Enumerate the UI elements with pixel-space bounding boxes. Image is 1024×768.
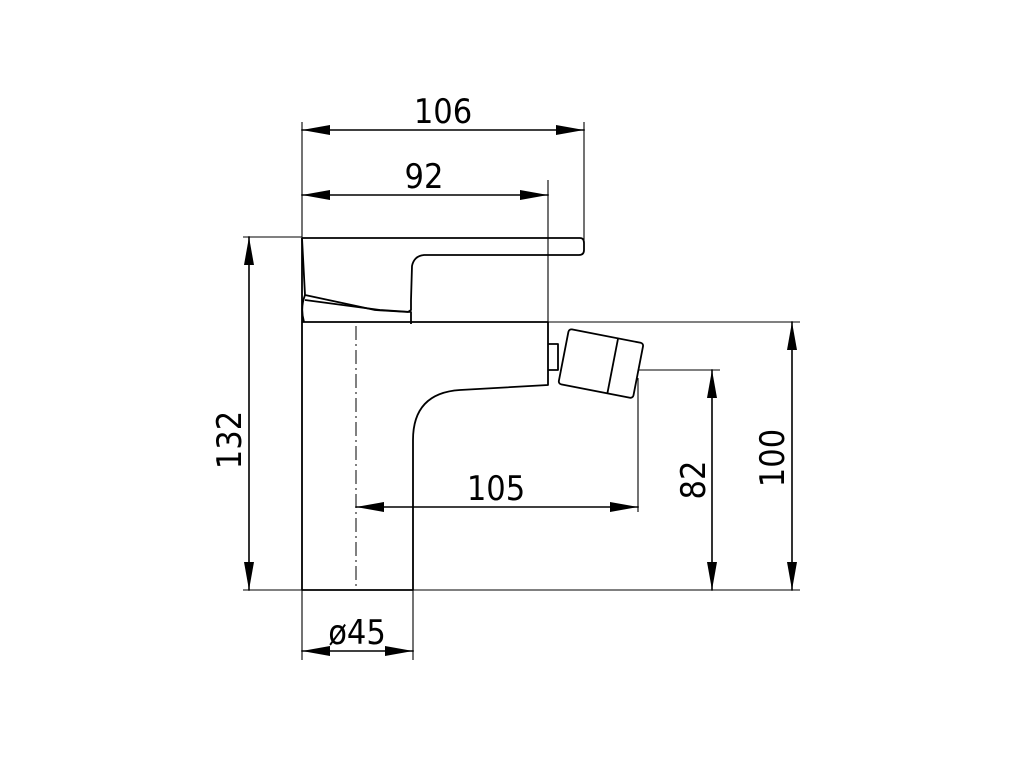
bidet-aerator [557,328,644,399]
faucet-outline [301,237,644,591]
dimension-label-106: 106 [414,92,472,132]
lever-cartridge [301,294,412,324]
dimension-diameter-45: ø45 [301,613,414,656]
dimension-132: 132 [210,236,254,591]
dimension-82: 82 [674,369,717,591]
dimension-105: 105 [355,469,639,512]
dimension-92: 92 [301,157,549,200]
lever-handle [301,237,585,313]
dimension-label-105: 105 [467,469,525,509]
dimension-label-132: 132 [210,411,250,469]
extension-lines [243,122,800,660]
aerator-connector [548,343,559,371]
dimension-100: 100 [753,321,797,591]
dimension-label-100: 100 [753,429,793,487]
dimension-106: 106 [301,92,585,135]
dimension-label-82: 82 [674,461,714,500]
dimension-label-92: 92 [405,157,444,197]
dimension-label-diameter-45: ø45 [328,613,386,653]
faucet-body [301,238,549,591]
